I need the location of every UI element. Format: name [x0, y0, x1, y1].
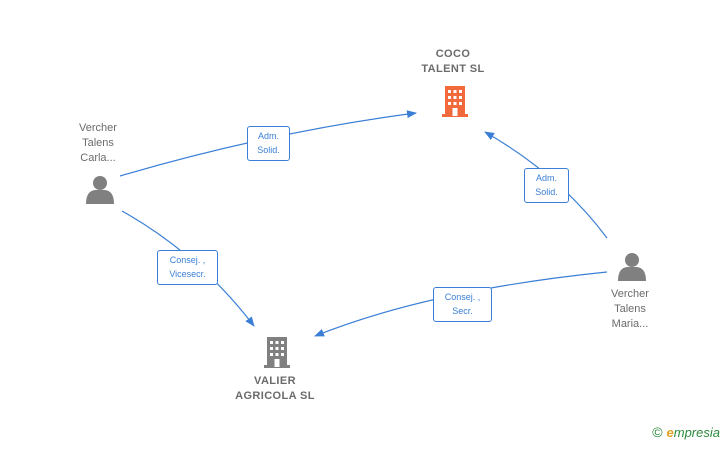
edge-label-maria-coco: Adm. Solid. [524, 168, 569, 203]
copyright-symbol: © [652, 424, 663, 440]
building-icon[interactable] [264, 337, 290, 368]
brand-watermark: ©empresia [652, 424, 720, 440]
building-icon[interactable] [440, 84, 470, 118]
company-label-valier-agricola[interactable]: VALIER AGRICOLA SL [235, 375, 315, 402]
person-label-maria[interactable]: Vercher Talens Maria... [611, 288, 649, 330]
person-icon[interactable] [86, 176, 114, 204]
brand-logo-e: e [666, 425, 674, 440]
edge-label-carla-valier: Consej. , Vicesecr. [157, 250, 218, 285]
person-icon[interactable] [618, 253, 646, 281]
edge-label-maria-valier: Consej. , Secr. [433, 287, 492, 322]
edge-label-carla-coco: Adm. Solid. [247, 126, 290, 161]
company-label-coco-talent[interactable]: COCO TALENT SL [421, 48, 485, 75]
brand-name: mpresia [673, 425, 720, 440]
person-label-carla[interactable]: Vercher Talens Carla... [79, 122, 117, 164]
